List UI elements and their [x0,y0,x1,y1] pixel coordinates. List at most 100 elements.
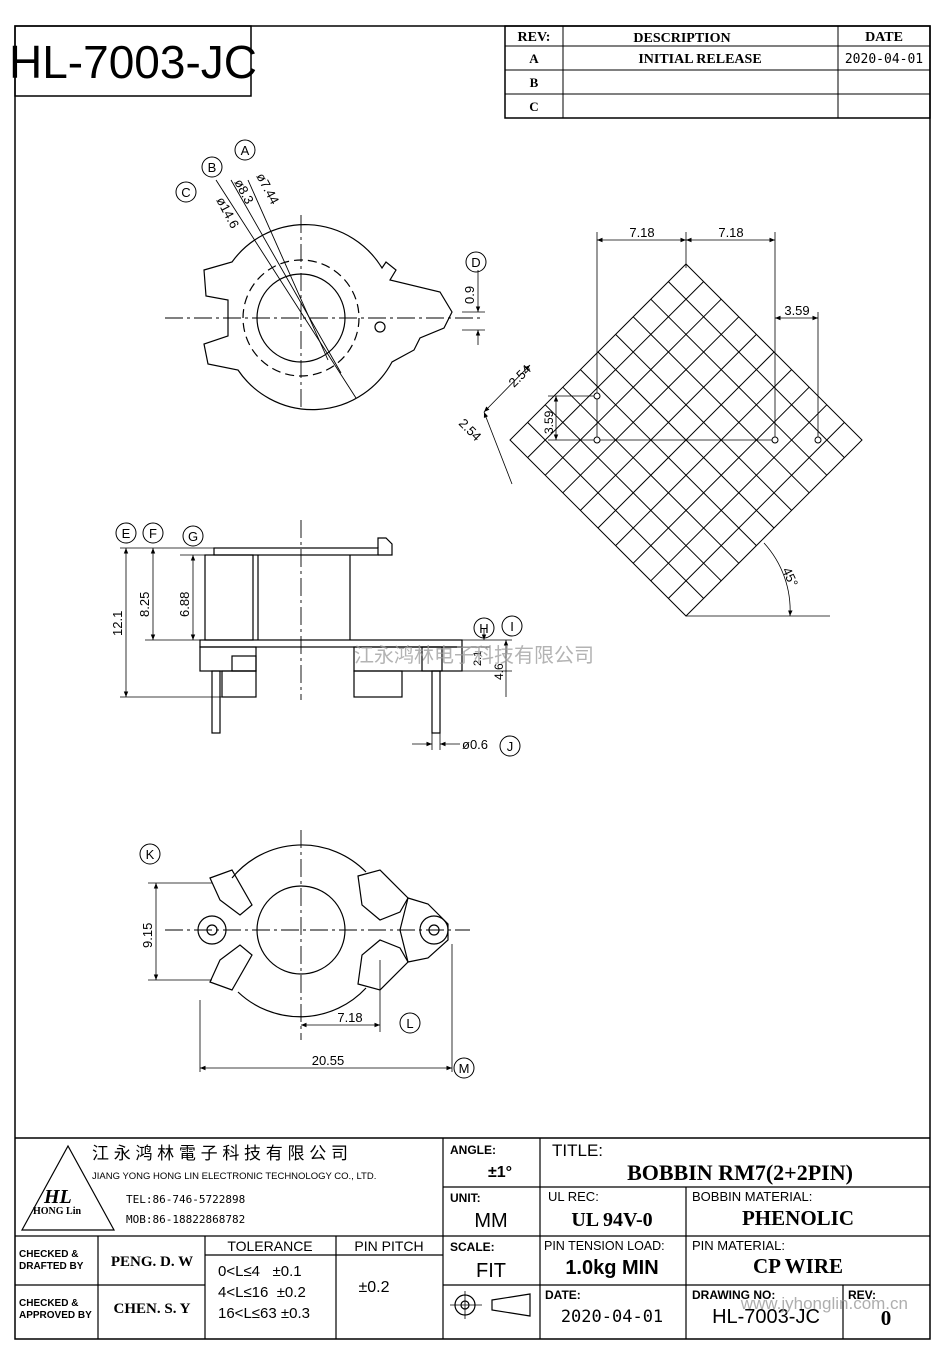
dim-d: 0.9 [462,286,477,304]
rev-b: B [530,75,539,90]
callout-e: E [115,522,137,544]
dim-m: 20.55 [312,1053,345,1068]
svg-text:K: K [146,847,155,862]
side-view [120,520,512,750]
watermark: 江永鸿林电子科技有限公司 [354,644,594,667]
angle-label: ANGLE: [450,1143,496,1157]
callout-a: A [234,139,256,161]
checked-drafted-label-2: DRAFTED BY [19,1261,84,1272]
checked-approved-label-1: CHECKED & [19,1298,78,1309]
dim-f: 8.25 [137,592,152,617]
side-view-labels: E F G H I J 12.1 8.25 6.88 2.1 4.6 ø0.6 [110,522,523,757]
grid-line [632,386,810,564]
revision-table: REV: DESCRIPTION DATE A INITIAL RELEASE … [504,25,931,119]
checked-drafted-label-1: CHECKED & [19,1249,78,1260]
pin-pitch-label: PIN PITCH [354,1238,423,1254]
grid-line [650,404,828,582]
grid-dim-left-small: 3.59 [542,410,556,434]
callout-k: K [139,843,161,865]
rev-a-description: INITIAL RELEASE [638,52,761,67]
checked-drafted-value: PENG. D. W [111,1254,193,1270]
dim-k: 9.15 [140,923,155,948]
svg-text:C: C [181,185,190,200]
title-value: BOBBIN RM7(2+2PIN) [627,1160,853,1185]
drawing-no-value: HL-7003-JC [712,1306,820,1328]
dim-j: ø0.6 [462,737,488,752]
checked-approved-value: CHEN. S. Y [114,1301,191,1317]
callout-l: L [399,1012,421,1034]
svg-text:E: E [122,526,131,541]
svg-text:B: B [208,160,217,175]
watermark-url: www.jyhonglin.com.cn [740,1294,908,1313]
tolerance-row-1: 0<L≤4 ±0.1 [218,1263,302,1280]
part-number-box: HL-7003-JC [9,25,257,97]
rev-a-date: 2020-04-01 [845,52,923,67]
svg-text:H: H [479,621,488,636]
callout-c: C [175,181,197,203]
pin-material-label: PIN MATERIAL: [692,1238,785,1253]
dim-c: ø14.6 [213,194,242,230]
callout-g: G [182,525,204,547]
tolerance-row-3: 16<L≤63 ±0.3 [218,1305,310,1322]
grid-dim-top-right: 7.18 [718,225,743,240]
pin-tension-value: 1.0kg MIN [565,1257,658,1279]
ul-value: UL 94V-0 [571,1209,652,1231]
callout-f: F [142,522,164,544]
dim-e: 12.1 [110,611,125,636]
grid-line [668,422,845,599]
part-number: HL-7003-JC [9,36,257,88]
callout-b: B [201,156,223,178]
company-name-en: JIANG YONG HONG LIN ELECTRONIC TECHNOLOG… [92,1171,376,1182]
rev-header: REV: [518,30,551,45]
pin-material-value: CP WIRE [753,1254,843,1278]
drawing-no-label: DRAWING NO: [692,1288,775,1302]
tolerance-row-2: 4<L≤16 ±0.2 [218,1284,306,1301]
checked-approved-label-2: APPROVED BY [19,1310,92,1321]
tolerance-label: TOLERANCE [227,1238,312,1254]
grid-line [668,281,845,458]
rev-a: A [529,51,539,66]
callout-d: D [465,251,487,273]
company-name-cn: 江 永 鸿 林 電 子 科 技 有 限 公 司 [92,1144,348,1163]
rev-label: REV: [848,1288,876,1302]
company-tel: TEL:86-746-5722898 [126,1193,245,1206]
grid-dim-top-left: 7.18 [629,225,654,240]
svg-text:D: D [471,255,480,270]
grid-dim-left-lower: 2.54 [456,416,485,445]
title-label: TITLE: [552,1141,603,1160]
svg-text:J: J [507,739,514,754]
angle-value: ±1° [488,1164,512,1181]
company-mob: MOB:86-18822868782 [126,1213,245,1226]
grid-dim-right: 3.59 [784,303,809,318]
dim-i: 4.6 [492,663,506,680]
grid-line [615,369,792,546]
grid-dim-angle: 45° [779,565,801,589]
dim-b: ø8.3 [231,176,256,206]
svg-text:I: I [510,619,514,634]
rev-value: 0 [881,1306,892,1330]
rev-c: C [529,99,538,114]
grid-line [650,298,828,476]
bobbin-material-value: PHENOLIC [742,1206,854,1230]
dim-h: 2.1 [472,651,484,666]
dim-l: 7.18 [337,1010,362,1025]
company-logo: HL [43,1186,72,1208]
title-block-text: HL HONG Lin 江 永 鸿 林 電 子 科 技 有 限 公 司 JIAN… [19,1141,891,1330]
date-value: 2020-04-01 [561,1307,663,1327]
callout-h: H [473,617,495,639]
svg-text:M: M [459,1061,470,1076]
top-view [165,179,485,411]
scale-label: SCALE: [450,1240,495,1254]
dim-g: 6.88 [177,592,192,617]
callout-m: M [453,1057,475,1079]
pcb-grid: 7.18 7.18 3.59 2.54 2.54 3.59 45° [456,225,863,617]
callout-i: I [501,615,523,637]
unit-value: MM [474,1210,507,1232]
sheet-border [14,25,931,1340]
date-label: DATE: [545,1288,581,1302]
company-logo-sub: HONG Lin [33,1206,82,1217]
unit-label: UNIT: [450,1191,481,1205]
pin-tension-label: PIN TENSION LOAD: [544,1239,665,1253]
date-header: DATE [865,30,903,45]
